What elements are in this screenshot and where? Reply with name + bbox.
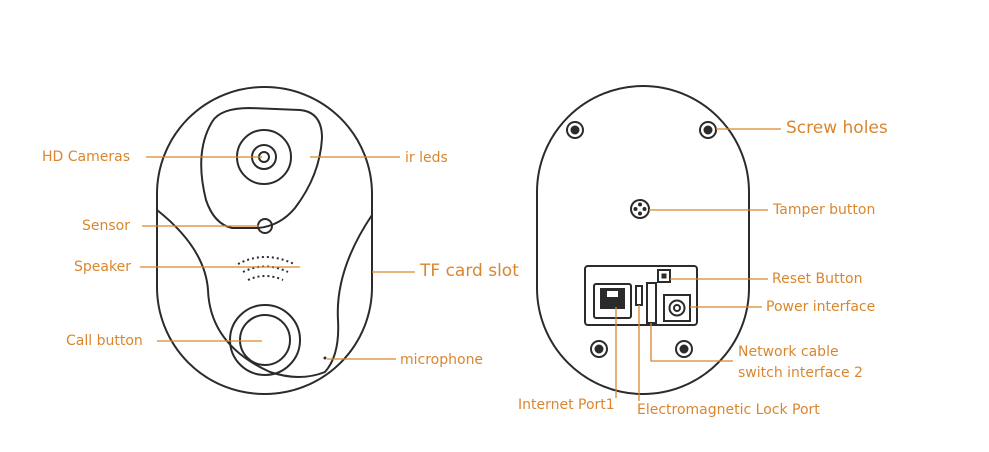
- screw-hole-bottom-right: [675, 340, 693, 358]
- label-tamper-button: Tamper button: [773, 202, 876, 218]
- call-button-outer: [229, 304, 301, 376]
- call-button-inner: [239, 314, 291, 366]
- internet-port-icon: [593, 283, 632, 319]
- network-cable-leader: [650, 323, 733, 362]
- label-ir-leds: ir leds: [405, 150, 448, 166]
- network-switch-port-icon: [646, 282, 657, 324]
- screw-hole-bottom-left: [590, 340, 608, 358]
- label-call-button: Call button: [66, 333, 143, 349]
- label-power-interface: Power interface: [766, 299, 876, 315]
- camera-module: [200, 106, 324, 229]
- label-switch-interface-2: switch interface 2: [738, 365, 863, 381]
- label-network-cable: Network cable: [738, 344, 839, 360]
- speaker-grille: [237, 256, 295, 281]
- back-body: [536, 85, 750, 395]
- label-speaker: Speaker: [74, 259, 131, 275]
- front-body: [156, 86, 373, 395]
- tamper-button-icon: [630, 199, 650, 219]
- label-screw-holes: Screw holes: [786, 118, 888, 138]
- microphone-dot: [323, 356, 327, 360]
- em-lock-port-icon: [635, 285, 643, 306]
- screw-hole-top-right: [699, 121, 717, 139]
- reset-button-icon: [657, 269, 671, 283]
- port-panel: [584, 265, 698, 326]
- label-reset-button: Reset Button: [772, 271, 863, 287]
- label-em-lock-port: Electromagnetic Lock Port: [637, 402, 820, 418]
- label-sensor: Sensor: [82, 218, 130, 234]
- label-internet-port: Internet Port1: [518, 397, 615, 413]
- front-face-panel: [156, 209, 373, 378]
- label-microphone: microphone: [400, 352, 484, 368]
- label-hd-cameras: HD Cameras: [42, 149, 130, 165]
- label-tf-card-slot: TF card slot: [420, 261, 519, 281]
- power-interface-icon: [663, 294, 691, 322]
- screw-hole-top-left: [566, 121, 584, 139]
